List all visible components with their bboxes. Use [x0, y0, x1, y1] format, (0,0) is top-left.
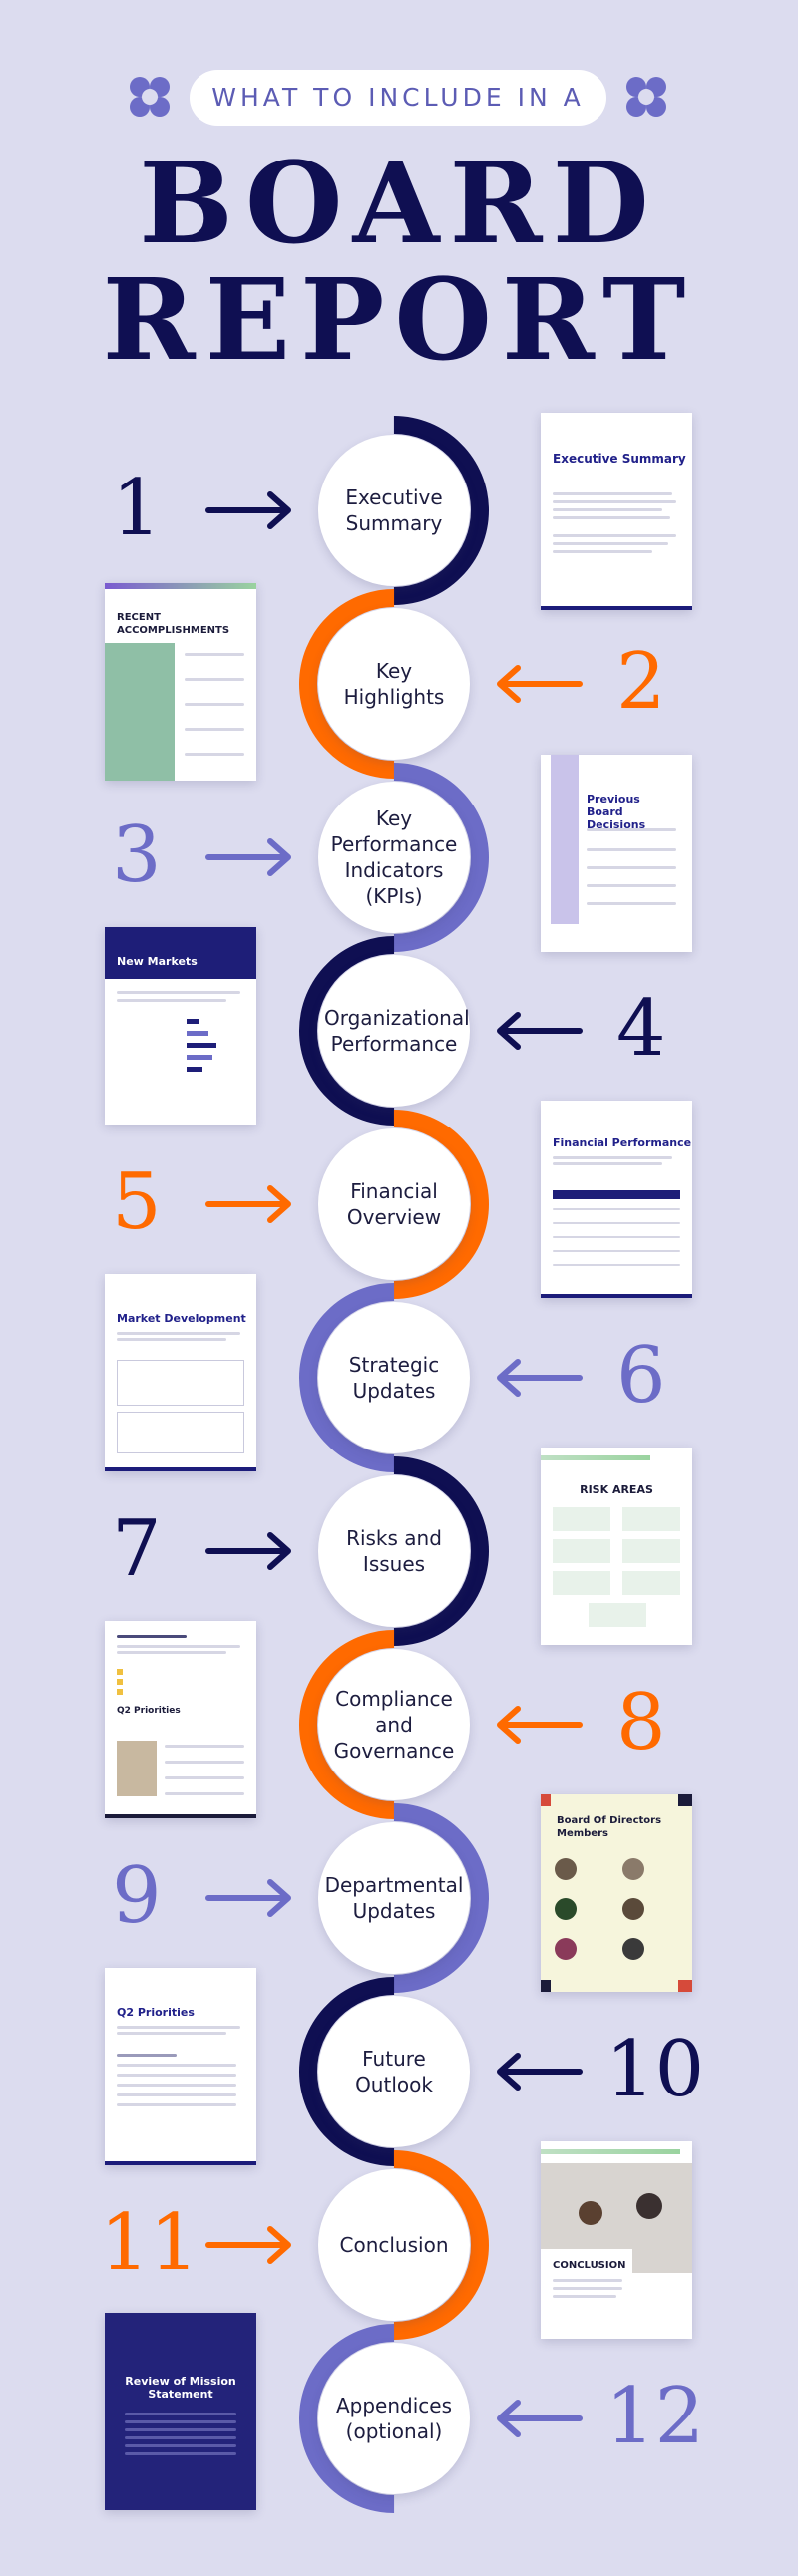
step-circle: Key Highlights	[318, 608, 470, 760]
step-circle: Strategic Updates	[318, 1302, 470, 1453]
doc-financial-performance: Financial Performance	[541, 1101, 692, 1298]
doc-mission-statement: Review of Mission Statement	[105, 2313, 256, 2510]
doc-market-development: Market Development	[105, 1274, 256, 1471]
step-circle: Future Outlook	[318, 1996, 470, 2147]
step-label: Compliance and Governance	[333, 1687, 455, 1763]
step-number: 9	[112, 1851, 162, 1941]
step-label: Key Performance Indicators (KPIs)	[330, 806, 458, 908]
doc-title: RECENT ACCOMPLISHMENTS	[117, 612, 230, 636]
step-circle: Departmental Updates	[318, 1822, 470, 1974]
doc-q2-priorities-b: Q2 Priorities	[105, 1968, 256, 2165]
doc-title: Executive Summary	[553, 452, 686, 466]
subtitle-pill: WHAT TO INCLUDE IN A	[190, 70, 606, 126]
title-line-1: BOARD	[139, 139, 659, 269]
step-number: 1	[112, 464, 162, 553]
step-number: 11	[100, 2198, 200, 2288]
arrow-right-icon	[205, 2226, 291, 2264]
step-label: Key Highlights	[343, 659, 445, 709]
flower-icon	[130, 77, 170, 117]
step-label: Departmental Updates	[324, 1873, 464, 1923]
doc-title: Q2 Priorities	[117, 2006, 195, 2019]
doc-board-members: Board Of Directors Members	[541, 1794, 692, 1992]
step-circle: Compliance and Governance	[318, 1649, 470, 1800]
doc-q2-priorities-a: Q2 Priorities	[105, 1621, 256, 1818]
arrow-right-icon	[205, 1879, 291, 1917]
step-circle: Financial Overview	[318, 1128, 470, 1280]
arrow-left-icon	[497, 665, 583, 703]
step-label: Conclusion	[339, 2233, 449, 2257]
step-number: 4	[616, 984, 666, 1074]
step-label: Organizational Performance	[324, 1006, 470, 1056]
doc-title: RISK AREAS	[580, 1483, 653, 1496]
arrow-left-icon	[497, 1012, 583, 1050]
step-number: 2	[616, 637, 666, 727]
doc-executive-summary: Executive Summary	[541, 413, 692, 610]
step-number: 3	[112, 810, 162, 900]
step-circle: Risks and Issues	[318, 1475, 470, 1627]
doc-new-markets: New Markets	[105, 927, 256, 1125]
doc-title: Q2 Priorities	[117, 1706, 181, 1716]
step-label: Risks and Issues	[346, 1526, 442, 1576]
step-number: 12	[605, 2372, 705, 2461]
arrow-left-icon	[497, 1359, 583, 1397]
step-label: Executive Summary	[345, 485, 443, 535]
doc-recent-accomplishments: RECENT ACCOMPLISHMENTS	[105, 583, 256, 781]
doc-title: New Markets	[117, 955, 198, 968]
doc-title: Previous Board Decisions	[587, 793, 646, 831]
doc-title: Review of Mission Statement	[125, 2375, 236, 2401]
doc-title: Financial Performance	[553, 1136, 692, 1149]
doc-title: Market Development	[117, 1312, 246, 1325]
arrow-right-icon	[205, 491, 291, 529]
step-label: Appendices (optional)	[335, 2394, 453, 2443]
step-label: Financial Overview	[346, 1179, 442, 1229]
flower-icon	[626, 77, 666, 117]
doc-risk-areas: RISK AREAS	[541, 1448, 692, 1645]
doc-previous-board-decisions: Previous Board Decisions	[541, 755, 692, 952]
step-number: 8	[616, 1678, 666, 1768]
step-number: 10	[605, 2025, 705, 2114]
step-circle: Organizational Performance	[318, 955, 470, 1107]
title-line-2: REPORT	[102, 255, 696, 386]
arrow-left-icon	[497, 2400, 583, 2437]
arrow-left-icon	[497, 2053, 583, 2091]
step-circle: Appendices (optional)	[318, 2343, 470, 2494]
doc-title: CONCLUSION	[553, 2260, 626, 2271]
doc-conclusion: CONCLUSION	[541, 2141, 692, 2339]
step-number: 7	[112, 1504, 162, 1594]
step-label: Strategic Updates	[348, 1353, 440, 1403]
arrow-right-icon	[205, 838, 291, 876]
step-label: Future Outlook	[355, 2047, 433, 2096]
doc-title: Board Of Directors Members	[557, 1815, 662, 1839]
arrow-left-icon	[497, 1706, 583, 1744]
step-circle: Conclusion	[318, 2169, 470, 2321]
step-circle: Key Performance Indicators (KPIs)	[318, 782, 470, 933]
arrow-right-icon	[205, 1532, 291, 1570]
step-number: 6	[616, 1331, 666, 1421]
arrow-right-icon	[205, 1185, 291, 1223]
step-number: 5	[112, 1157, 162, 1247]
step-circle: Executive Summary	[318, 435, 470, 586]
